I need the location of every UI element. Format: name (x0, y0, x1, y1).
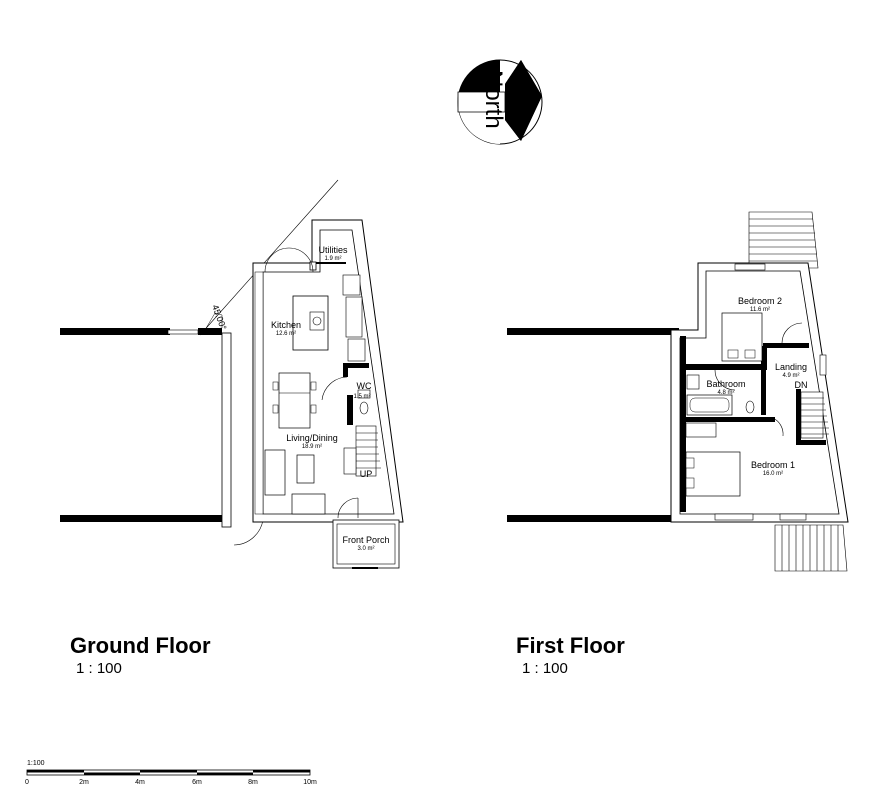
wc-label: WC (357, 381, 372, 391)
kitchen-area: 12.6 m² (276, 331, 296, 337)
bathroom-label: Bathroom (706, 379, 745, 389)
living-dining-label: Living/Dining (286, 433, 338, 443)
scale-tick-4m: 4m (135, 779, 145, 786)
front-porch-label: Front Porch (342, 535, 389, 545)
ground-floor-title: Ground Floor (70, 633, 211, 658)
first-floor-scale: 1 : 100 (522, 660, 568, 677)
bedroom-2-label: Bedroom 2 (738, 296, 782, 306)
living-dining-area: 18.9 m² (302, 444, 322, 450)
roof-terrace-bottom (774, 524, 848, 572)
bedroom-2-area: 11.6 m² (750, 307, 770, 313)
scale-bar-label: 1:100 (27, 760, 45, 767)
ground-floor-scale: 1 : 100 (76, 660, 122, 677)
scale-bar: 1:100 0 2m 4m 6m 8m 10m (25, 760, 317, 786)
bathroom-area: 4.8 m² (717, 390, 734, 396)
north-arrow: North (457, 59, 543, 145)
scale-tick-0: 0 (25, 779, 29, 786)
first-floor-title: First Floor (516, 633, 625, 658)
utilities-area: 1.9 m² (324, 256, 341, 262)
roof-terrace-top (748, 211, 819, 269)
scale-tick-2m: 2m (79, 779, 89, 786)
first-floor-stairs (796, 389, 829, 445)
north-label: North (480, 70, 507, 129)
angle-label: 45.00° (210, 303, 228, 331)
wc-area: 1.5 m² (353, 394, 370, 400)
kitchen-label: Kitchen (271, 320, 301, 330)
stair-down-label: DN (795, 380, 808, 390)
bedroom-1-area: 16.0 m² (763, 471, 783, 477)
ground-floor-stairs (343, 425, 381, 477)
front-porch-area: 3.0 m² (357, 546, 374, 552)
first-floor-plan: Bedroom 2 11.6 m² Landing 4.9 m² DN Bath… (507, 211, 849, 572)
bedroom-1-label: Bedroom 1 (751, 460, 795, 470)
landing-area: 4.9 m² (782, 373, 799, 379)
scale-tick-8m: 8m (248, 779, 258, 786)
stair-up-label: UP (360, 469, 373, 479)
scale-tick-6m: 6m (192, 779, 202, 786)
scale-tick-10m: 10m (303, 779, 317, 786)
landing-label: Landing (775, 362, 807, 372)
ground-floor-plan: 45.00° (60, 179, 404, 569)
utilities-label: Utilities (318, 245, 348, 255)
